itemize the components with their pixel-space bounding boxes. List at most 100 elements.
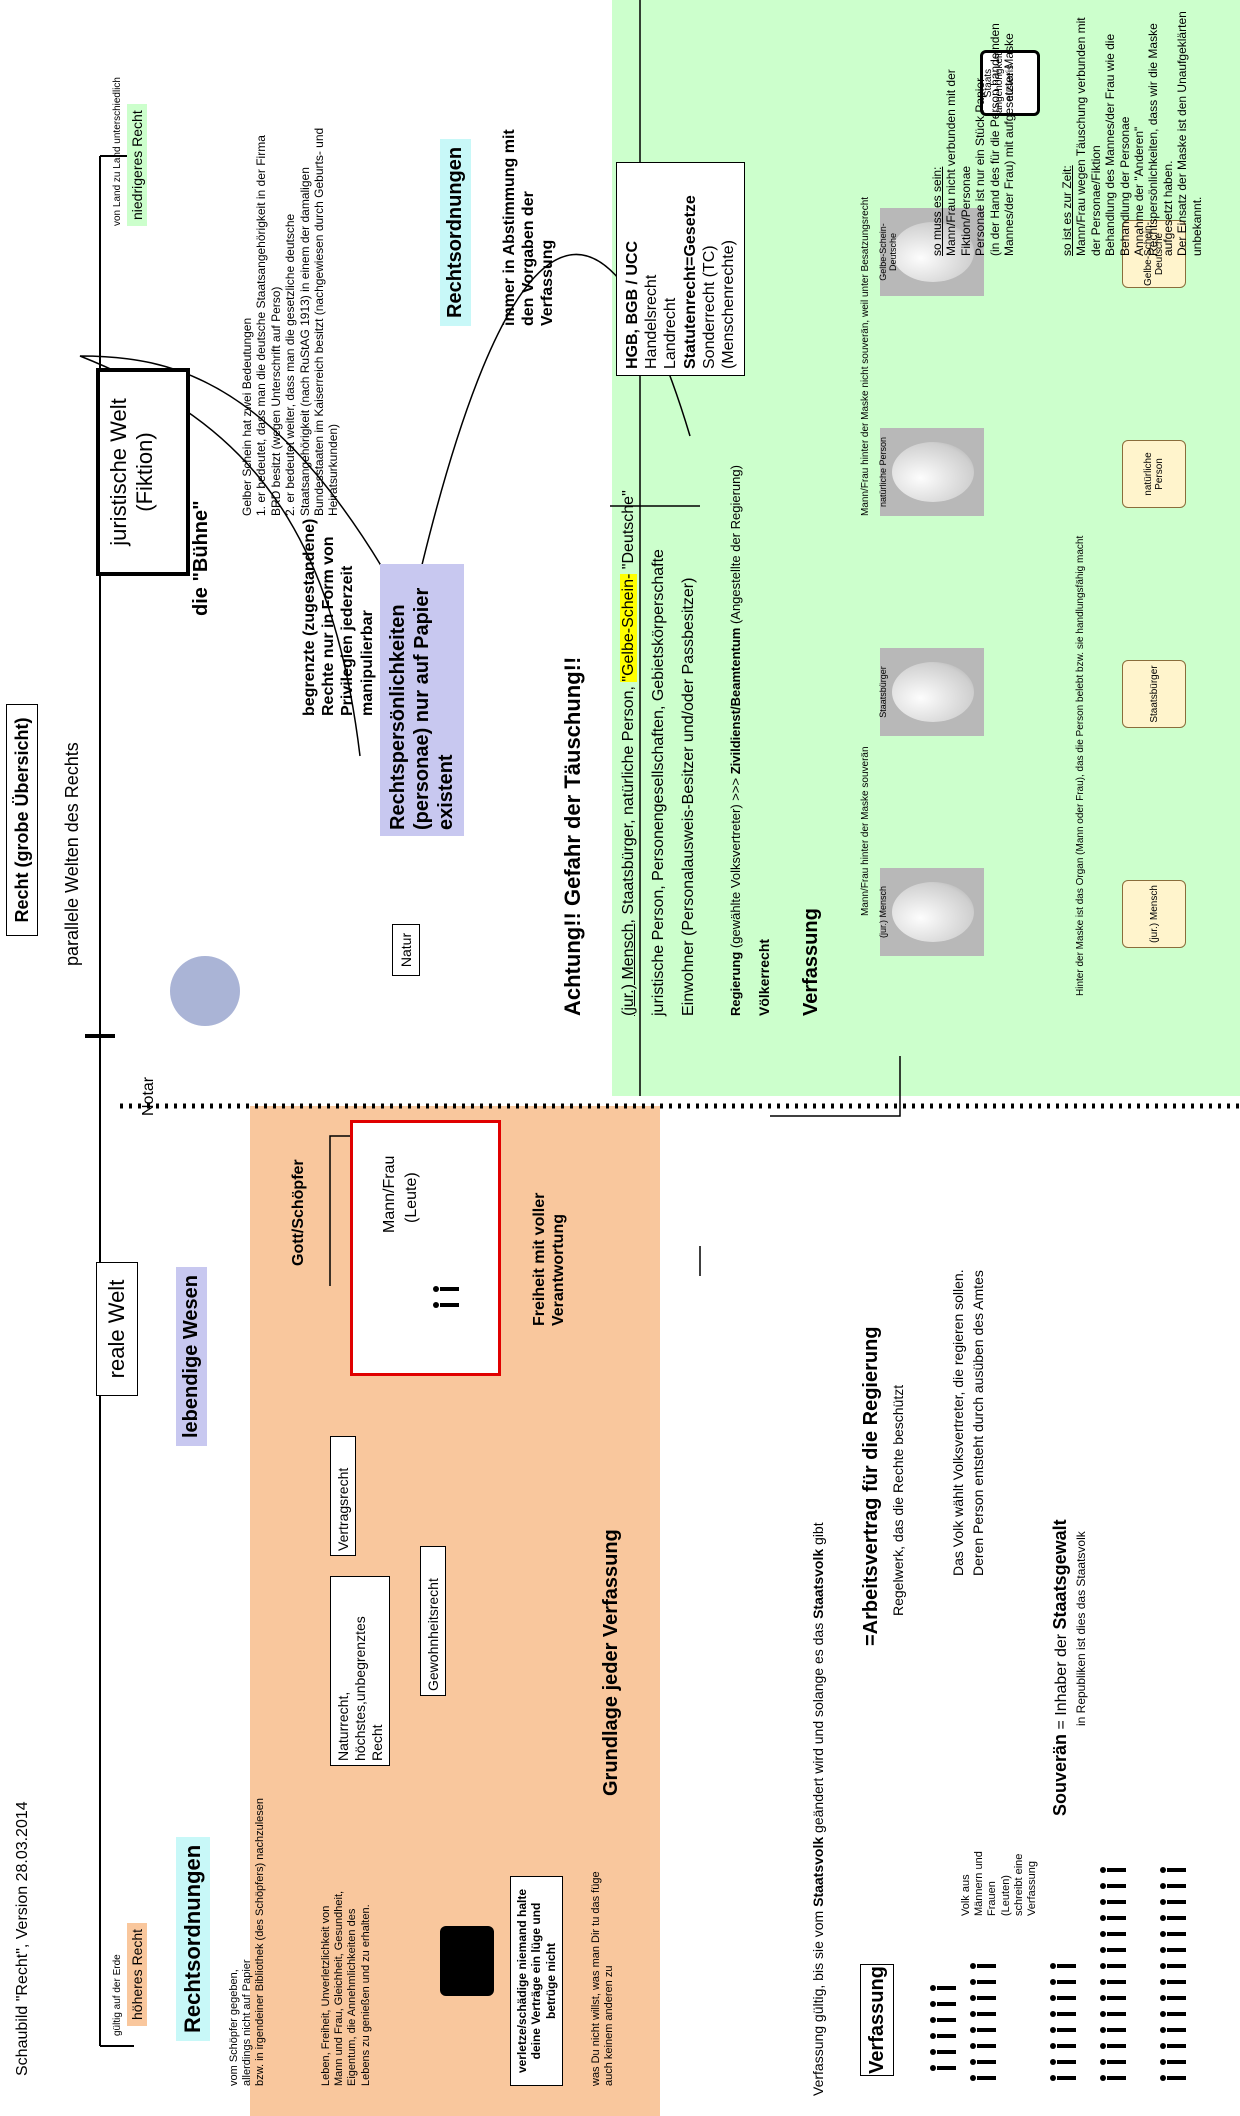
- government-row: Regierung (gewählte Volksvertreter) >>> …: [728, 465, 743, 1016]
- persons-row-3: Einwohner (Personalausweis-Besitzer und/…: [680, 577, 697, 1016]
- validity-people: Staatsvolk: [810, 1836, 826, 1907]
- mask-face: (jur.) Mensch: [878, 868, 984, 956]
- nature-label: Natur: [392, 924, 420, 976]
- republic-label: in Republiken ist dies das Staatsvolk: [1074, 1531, 1088, 1726]
- is-now-line: Rechtspersönlichkeiten, dass wir die Mas…: [1146, 23, 1161, 256]
- man-woman-label: Mann/Frau: [381, 1155, 398, 1233]
- should-be-title: so muss es sein:: [930, 166, 944, 256]
- civil-service-label: Zivildienst/Beamtentum: [728, 627, 743, 775]
- law-box-line: (Menschenrechte): [719, 240, 737, 369]
- law-box-line: Handelsrecht: [643, 274, 661, 369]
- custom-law-box: Gewohnheitsrecht: [420, 1546, 446, 1696]
- fiction-legal-orders-label: Rechtsordnungen: [440, 138, 471, 326]
- government-label: Regierung: [728, 951, 743, 1016]
- is-now-line: Der Einsatz der Maske ist den Unaufgeklä…: [1175, 11, 1190, 256]
- constitution-agreement-label: immer in Abstimmung mit den Vorgaben der…: [501, 129, 557, 326]
- real-legal-orders-label: Rechtsordnungen: [176, 1836, 210, 2041]
- yellow-note-line: Heiratsurkunden): [326, 423, 341, 516]
- civil-service-desc: (Angestellte der Regierung): [728, 465, 743, 628]
- is-now-line: der Personae/Fiktion: [1088, 145, 1103, 256]
- yellow-note-line: 2. er bedeutet weiter, dass man die gese…: [283, 213, 298, 516]
- is-now-line: Annahme der "Anderen": [1131, 126, 1146, 256]
- should-be-line: Mannes/der Frau) mit aufgesetzter Maske: [1001, 33, 1016, 256]
- rules-label: Regelwerk, das die Rechte beschützt: [890, 1384, 906, 1616]
- law-box-line: Sonderrecht (TC): [700, 245, 718, 369]
- crowd-icon: [930, 1826, 1230, 2086]
- higher-law-label: höheres Recht: [127, 1922, 147, 2026]
- validity-people: Staatsvolk: [810, 1548, 826, 1619]
- is-now-line: Behandlung der Personae: [1117, 116, 1132, 256]
- should-be-line: (in der Hand des für die Person handelnd…: [987, 23, 1002, 256]
- validity-text: Verfassung gültig, bis sie vom: [810, 1906, 826, 2096]
- is-now-line: Behandlung des Mannes/der Frau wie die: [1103, 33, 1118, 256]
- mask-note-not-sovereign: Mann/Frau hinter der Maske nicht souverä…: [860, 196, 871, 516]
- jur-mensch-label: (jur.) Mensch: [620, 923, 637, 1016]
- yellow-note-line: 1. er bedeutet, dass man die deutsche St…: [254, 135, 269, 516]
- rights-list: Leben, Freiheit, Unverletzlichkeit von M…: [320, 1890, 372, 2086]
- law-box-line: Landrecht: [662, 297, 680, 369]
- international-law-label: Völkerrecht: [756, 938, 772, 1016]
- yellow-note: Gelber Schein hat zwei Bedeutungen 1. er…: [240, 96, 341, 516]
- man-woman-box: Mann/Frau (Leute): [350, 1120, 501, 1376]
- real-world-label: reale Welt: [96, 1262, 138, 1396]
- mask-face: Staatsbürger: [878, 648, 984, 736]
- law-box-line: HGB, BGB / UCC: [624, 241, 641, 369]
- should-be-line: Mann/Frau nicht verbunden mit der: [944, 69, 959, 256]
- lower-law-label: niedrigeres Recht: [127, 104, 147, 226]
- freedom-label: Freiheit mit voller Verantwortung: [531, 1192, 568, 1326]
- is-now-line: unbekannt.: [1189, 196, 1204, 256]
- creator-note: vom Schöpfer gegeben, allerdings nicht a…: [228, 1666, 268, 2086]
- persons-row-2: juristische Person, Personengesellschaft…: [650, 549, 667, 1016]
- yellow-note-line: Staatsangehörigkeit (nach RuStAG 1913) i…: [297, 167, 312, 516]
- rule-text: verletze/schädige niemand halte deine Ve…: [510, 1876, 564, 2086]
- sovereign-desc: = Inhaber der: [1053, 1629, 1070, 1734]
- persons-row-1-text: , Staatsbürger, natürliche Person,: [620, 686, 637, 924]
- constitution-box: Verfassung: [860, 1964, 894, 2076]
- puppet-icon: Staatsbürger: [1100, 646, 1210, 746]
- yellow-certificate-label: "Gelbe-Schein-: [620, 573, 637, 682]
- government-desc: (gewählte Volksvertreter) >>>: [728, 774, 743, 952]
- person-arises-label: Deren Person entsteht durch ausüben des …: [970, 1270, 986, 1576]
- yellow-note-line: Bundesstaaten im Kaiserreich besitzt (na…: [311, 127, 326, 516]
- yellow-note-line: BRD besitzt (wegen Unterschrift auf Pers…: [268, 286, 283, 516]
- work-contract-label: =Arbeitsvertrag für die Regierung: [860, 1326, 882, 1646]
- contract-law-box: Vertragsrecht: [330, 1436, 356, 1556]
- mask-note-sovereign: Mann/Frau hinter der Maske souverän: [860, 746, 871, 916]
- living-beings-label: lebendige Wesen: [176, 1266, 207, 1446]
- legal-world-label: juristische Welt (Fiktion): [96, 368, 190, 576]
- law-box: HGB, BGB / UCC Handelsrecht Landrecht St…: [616, 162, 746, 376]
- yellow-note-line: Gelber Schein hat zwei Bedeutungen: [240, 317, 254, 516]
- natural-law-box: Naturrecht, höchstes,unbegrenztes Recht: [330, 1576, 391, 1766]
- should-be-line: Personae ist nur ein Stück Papier: [973, 77, 988, 256]
- deutsche-label: "Deutsche": [620, 490, 637, 570]
- people-label: (Leute): [403, 1172, 420, 1223]
- state-power-label: Staatsgewalt: [1050, 1519, 1070, 1630]
- valid-earth-label: gültig auf der Erde: [112, 1954, 123, 2036]
- creator-note-line-2: allerdings nicht auf Papier: [241, 1959, 254, 2086]
- is-now-line: Mann/Frau wegen Täuschung verbunden mit: [1074, 17, 1089, 256]
- creator-note-line-3: bzw. in irgendeiner Bibliothek (des Schö…: [254, 1798, 267, 2086]
- god-creator-label: Gott/Schöpfer: [290, 1159, 307, 1266]
- constitution-validity: Verfassung gültig, bis sie vom Staatsvol…: [810, 1522, 826, 2096]
- law-box-line: Statutenrecht=Gesetze: [681, 195, 699, 369]
- limited-rights-label: begrenzte (zugestandene) Rechte nur in F…: [301, 518, 376, 716]
- is-now-note: so ist es zur Zeit: Mann/Frau wegen Täus…: [1060, 6, 1204, 256]
- constitution-basis-label: Grundlage jeder Verfassung: [600, 1529, 622, 1796]
- is-now-title: so ist es zur Zeit:: [1060, 165, 1074, 256]
- mask-note-organ: Hinter der Maske ist das Organ (Mann ode…: [1075, 535, 1086, 996]
- people-vote-label: Das Volk wählt Volksvertreter, die regie…: [950, 1269, 966, 1576]
- sovereign-label: Souverän: [1050, 1733, 1070, 1816]
- theater-masks-icon: [170, 956, 240, 1026]
- warning-label: Achtung!! Gefahr der Täuschung!!: [560, 656, 585, 1016]
- validity-text: geändert wird und solange es das: [810, 1618, 826, 1837]
- golden-rule: was Du nicht willst, was man Dir tu das …: [590, 1871, 616, 2086]
- puppet-icon: natürliche Person: [1100, 426, 1210, 526]
- creator-note-line-1: vom Schöpfer gegeben,: [228, 1969, 240, 2086]
- by-country-label: von Land zu Land unterschiedlich: [112, 77, 123, 226]
- validity-text: gibt: [810, 1522, 826, 1549]
- should-be-note: so muss es sein: Mann/Frau nicht verbund…: [930, 16, 1016, 256]
- should-be-line: Fiktion/Personae: [958, 165, 973, 256]
- is-now-line: aufgesetzt haben.: [1160, 160, 1175, 256]
- persons-row-1: (jur.) Mensch, Staatsbürger, natürliche …: [620, 490, 638, 1016]
